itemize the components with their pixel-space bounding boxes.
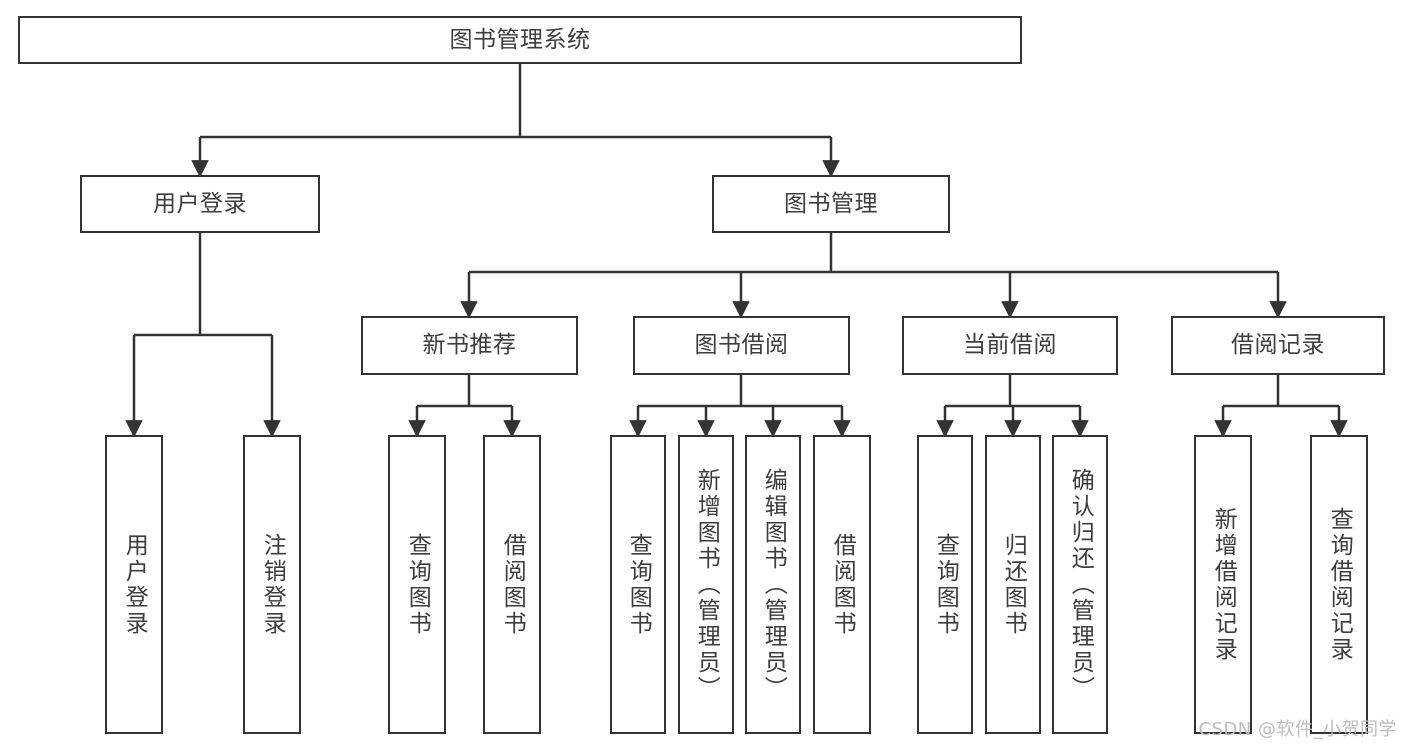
node-new-book-recommend[interactable]: 新书推荐	[361, 316, 578, 375]
node-user-login[interactable]: 用户登录	[80, 175, 320, 233]
node-label: 图书管理系统	[449, 26, 591, 53]
node-label: 用户登录	[121, 532, 148, 637]
node-label: 新书推荐	[422, 332, 517, 359]
node-current-borrow[interactable]: 当前借阅	[902, 316, 1118, 375]
node-label: 确认归还（管理员）	[1067, 467, 1094, 702]
node-leaf-add-borrow-record[interactable]: 新增借阅记录	[1194, 435, 1252, 734]
node-label: 借阅图书	[499, 532, 526, 637]
node-label: 新增图书（管理员）	[693, 467, 720, 702]
node-label: 借阅图书	[829, 532, 856, 637]
node-leaf-query-borrow-record[interactable]: 查询借阅记录	[1310, 435, 1368, 734]
node-borrow-record[interactable]: 借阅记录	[1171, 316, 1385, 375]
node-book-manage[interactable]: 图书管理	[712, 175, 950, 233]
node-label: 借阅记录	[1231, 332, 1325, 359]
node-label: 图书借阅	[694, 332, 789, 359]
node-leaf-user-login[interactable]: 用户登录	[105, 435, 163, 734]
node-leaf-borrow-book-2[interactable]: 借阅图书	[813, 435, 871, 734]
node-leaf-return-book[interactable]: 归还图书	[985, 435, 1041, 734]
node-leaf-query-book-3[interactable]: 查询图书	[917, 435, 973, 734]
watermark: CSDN @软件_小贺同学	[1198, 719, 1397, 740]
node-leaf-logout-login[interactable]: 注销登录	[243, 435, 301, 734]
node-leaf-query-book-1[interactable]: 查询图书	[388, 435, 446, 734]
node-label: 查询图书	[404, 532, 431, 637]
node-label: 查询图书	[932, 532, 959, 637]
node-label: 归还图书	[1000, 532, 1027, 637]
node-book-borrow[interactable]: 图书借阅	[633, 316, 850, 375]
node-label: 注销登录	[259, 532, 286, 637]
node-leaf-confirm-return-admin[interactable]: 确认归还（管理员）	[1052, 435, 1108, 734]
node-root-system[interactable]: 图书管理系统	[18, 16, 1022, 64]
node-label: 当前借阅	[963, 332, 1057, 359]
node-leaf-edit-book-admin[interactable]: 编辑图书（管理员）	[745, 435, 801, 734]
node-label: 编辑图书（管理员）	[760, 467, 787, 702]
node-leaf-add-book-admin[interactable]: 新增图书（管理员）	[678, 435, 734, 734]
node-label: 用户登录	[153, 190, 247, 217]
node-leaf-borrow-book-1[interactable]: 借阅图书	[483, 435, 541, 734]
node-label: 图书管理	[784, 190, 878, 217]
node-label: 新增借阅记录	[1210, 506, 1237, 663]
node-label: 查询借阅记录	[1326, 506, 1353, 663]
node-leaf-query-book-2[interactable]: 查询图书	[610, 435, 666, 734]
node-label: 查询图书	[625, 532, 652, 637]
